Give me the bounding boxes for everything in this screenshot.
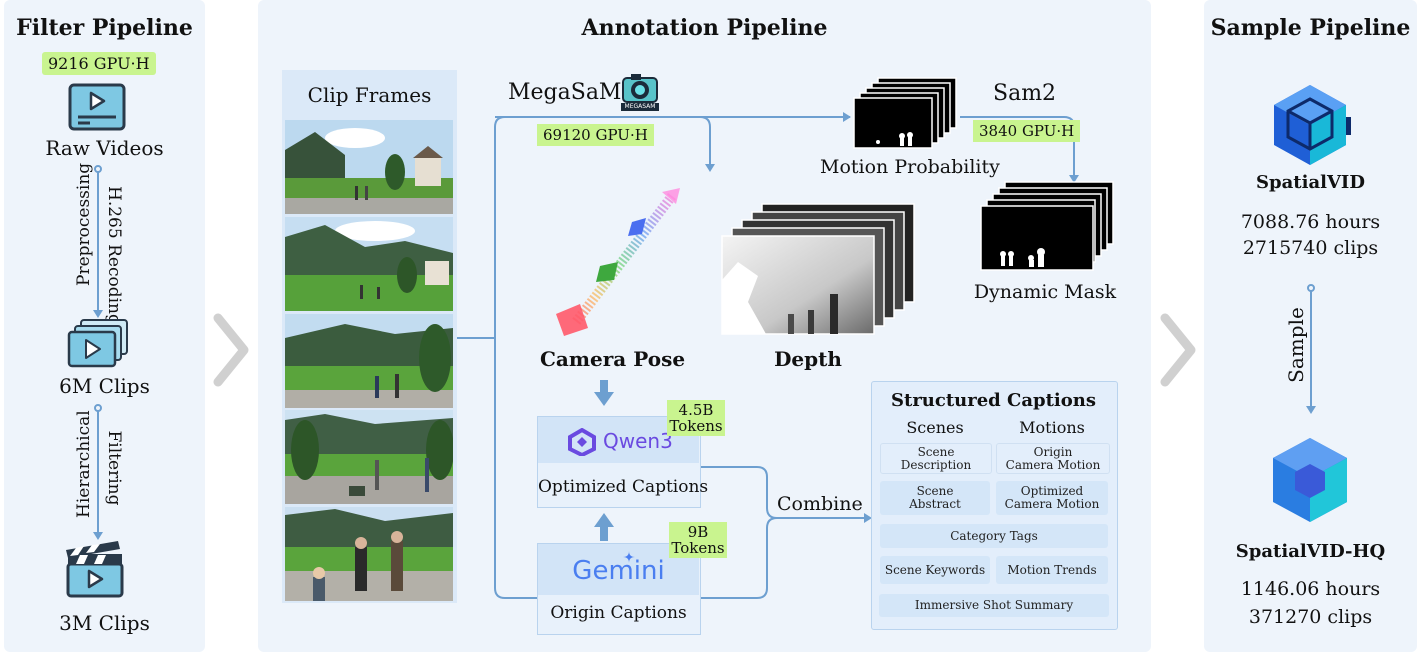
camera-pose-label: Camera Pose (540, 347, 686, 371)
sample-pipeline-title: Sample Pipeline (1210, 15, 1411, 41)
sample-label: Sample (1284, 307, 1308, 383)
dynamic-mask-label: Dynamic Mask (973, 281, 1117, 303)
immersive-shot-summary-box: Immersive Shot Summary (879, 594, 1109, 617)
scene-description-line1: Scene (917, 444, 955, 459)
motion-probability-label: Motion Probability (820, 156, 1000, 178)
spatialvid-cube-icon (1274, 85, 1351, 165)
scene-abstract-line1: Scene (916, 484, 954, 498)
spatialvid-hq-clips: 371270 clips (1248, 606, 1373, 628)
hierarchical-label: Hierarchical (74, 410, 94, 518)
scenes-header: Scenes (906, 418, 964, 437)
depth-map-stack (721, 203, 915, 335)
filter-arrow-2 (93, 404, 103, 540)
optimized-camera-motion-line1: Optimized (1020, 484, 1084, 498)
megasam-logo-text: MEGASAM (624, 103, 656, 110)
origin-camera-motion-line1: Origin (1033, 444, 1073, 459)
combine-label: Combine (777, 493, 863, 515)
video-frame-1 (285, 120, 453, 214)
origin-camera-motion-box: Origin Camera Motion (996, 443, 1110, 474)
camera-to-qwen-arrow (594, 380, 614, 406)
filter-arrow-1 (93, 165, 103, 318)
video-frame-5 (285, 507, 453, 601)
filter-pipeline-title: Filter Pipeline (16, 15, 193, 41)
gemini-tokens-unit: Tokens (671, 539, 725, 557)
spatialvid-hq-cube-icon (1273, 438, 1347, 522)
scene-keywords-box: Scene Keywords (880, 556, 990, 584)
origin-camera-motion-line2: Camera Motion (1005, 457, 1101, 472)
gemini-tokens-badge: 9B Tokens (669, 522, 727, 558)
optimized-camera-motion-box: Optimized Camera Motion (996, 481, 1108, 515)
gemini-tokens-value: 9B (687, 523, 709, 541)
annotation-flow-lines (457, 116, 1075, 599)
scene-abstract-box: Scene Abstract (880, 481, 990, 515)
gemini-to-qwen-arrow (594, 513, 614, 541)
raw-videos-label: Raw Videos (45, 136, 164, 160)
qwen-tokens-unit: Tokens (669, 417, 723, 435)
camera-pose-trajectory (556, 188, 680, 336)
filtering-label: Filtering (104, 430, 124, 506)
clips-stack-icon (67, 319, 128, 368)
megasam-gpu-badge: 69120 GPU·H (537, 124, 654, 146)
annotation-pipeline-title: Annotation Pipeline (581, 15, 828, 41)
spatialvid-name: SpatialVID (1256, 172, 1365, 193)
scene-abstract-line2: Abstract (909, 497, 961, 511)
6m-clips-label: 6M Clips (59, 374, 150, 398)
video-player-icon (68, 83, 126, 131)
dynamic-mask-stack (980, 181, 1114, 271)
h265-recoding-label: H.265 Recoding (104, 186, 124, 325)
spatialvid-clips: 2715740 clips (1242, 237, 1379, 259)
3m-clips-label: 3M Clips (59, 611, 150, 635)
megasam-label: MegaSaM (508, 80, 622, 105)
chevron-right-icon (1160, 313, 1196, 387)
spatialvid-hq-name: SpatialVID-HQ (1235, 541, 1386, 562)
motions-header: Motions (1019, 418, 1085, 437)
gemini-sparkle-icon (623, 551, 635, 563)
clapperboard-icon (66, 541, 124, 598)
megasam-camera-icon: MEGASAM (621, 72, 659, 112)
sam2-gpu-badge: 3840 GPU·H (973, 120, 1081, 142)
optimized-camera-motion-line2: Camera Motion (1004, 497, 1100, 511)
gemini-logo-text: Gemini (572, 556, 665, 586)
video-frame-3 (285, 314, 453, 408)
scene-description-line2: Description (900, 457, 972, 472)
motion-trends-box: Motion Trends (996, 556, 1108, 584)
scene-description-box: Scene Description (880, 443, 992, 474)
filter-gpu-badge: 9216 GPU·H (42, 52, 156, 75)
spatialvid-hq-hours: 1146.06 hours (1240, 578, 1381, 600)
preprocessing-label: Preprocessing (74, 162, 94, 286)
category-tags-box: Category Tags (880, 524, 1108, 548)
arrowhead (864, 513, 872, 523)
chevron-right-icon (213, 313, 249, 387)
video-frame-4 (285, 410, 453, 504)
depth-label: Depth (774, 347, 842, 371)
motion-probability-stack (853, 77, 957, 149)
sample-arrow (1306, 284, 1316, 414)
structured-captions-title: Structured Captions (891, 390, 1096, 411)
sam2-label: Sam2 (993, 81, 1057, 106)
origin-captions-label: Origin Captions (550, 603, 687, 623)
spatialvid-hours: 7088.76 hours (1240, 211, 1381, 233)
qwen-logo-icon (568, 428, 596, 456)
arrowhead (705, 164, 715, 172)
qwen-tokens-value: 4.5B (678, 401, 714, 419)
qwen-logo-text: Qwen3 (603, 429, 673, 453)
video-frame-2 (285, 217, 453, 311)
arrowhead (843, 112, 851, 122)
optimized-captions-label: Optimized Captions (538, 477, 709, 497)
qwen-tokens-badge: 4.5B Tokens (667, 400, 725, 436)
clip-frames-label: Clip Frames (307, 83, 432, 107)
arrowhead (1069, 175, 1079, 183)
